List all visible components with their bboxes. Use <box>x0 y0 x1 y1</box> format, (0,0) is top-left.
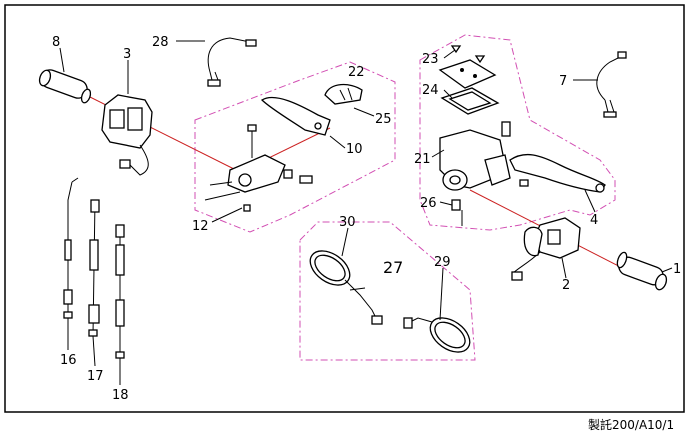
callout-10: 10 <box>346 142 363 157</box>
cable-17-part <box>88 199 100 337</box>
callout-22: 22 <box>348 65 365 80</box>
cable-16-part <box>63 177 79 320</box>
diagram-frame <box>4 4 685 413</box>
callout-28: 28 <box>152 35 169 50</box>
reservoir-cap-part <box>438 45 497 89</box>
callout-29: 29 <box>434 255 451 270</box>
lever-bracket-part <box>204 124 313 212</box>
group-outline-master-cylinder <box>419 34 616 231</box>
left-grip-part <box>38 69 92 104</box>
callout-16: 16 <box>60 353 77 368</box>
callout-leaders <box>59 40 673 385</box>
callout-17: 17 <box>87 369 104 384</box>
master-cylinder-body-part <box>439 121 511 226</box>
callout-18: 18 <box>112 388 129 403</box>
wire-harness-28-part <box>207 37 257 87</box>
callout-8: 8 <box>52 35 60 50</box>
group-outline-lever-left <box>194 61 396 233</box>
callout-23: 23 <box>422 52 439 67</box>
callout-2: 2 <box>562 278 570 293</box>
footer-code: 製託200/A10/1 <box>588 417 674 432</box>
callout-25: 25 <box>375 112 392 127</box>
right-mirror-part <box>403 317 471 353</box>
brake-lever-part <box>509 153 606 193</box>
callout-3: 3 <box>123 47 131 62</box>
right-grip-part <box>616 251 668 291</box>
callout-24: 24 <box>422 83 439 98</box>
cable-18-part <box>115 224 125 360</box>
callout-7: 7 <box>559 74 567 89</box>
right-switch-housing-part <box>511 217 581 281</box>
callout-1: 1 <box>673 262 681 277</box>
callout-21: 21 <box>414 152 431 167</box>
clutch-lever-part <box>260 96 331 136</box>
left-switch-housing-part <box>101 94 153 176</box>
callout-12: 12 <box>192 219 209 234</box>
diaphragm-part <box>440 87 500 115</box>
callout-30: 30 <box>339 215 356 230</box>
callout-27: 27 <box>383 258 403 277</box>
left-mirror-part <box>309 250 383 325</box>
callout-4: 4 <box>590 213 598 228</box>
callout-26: 26 <box>420 196 437 211</box>
wire-harness-7-part <box>596 51 627 118</box>
group-outline-mirrors <box>299 221 476 361</box>
switch-cover-part <box>324 83 363 105</box>
